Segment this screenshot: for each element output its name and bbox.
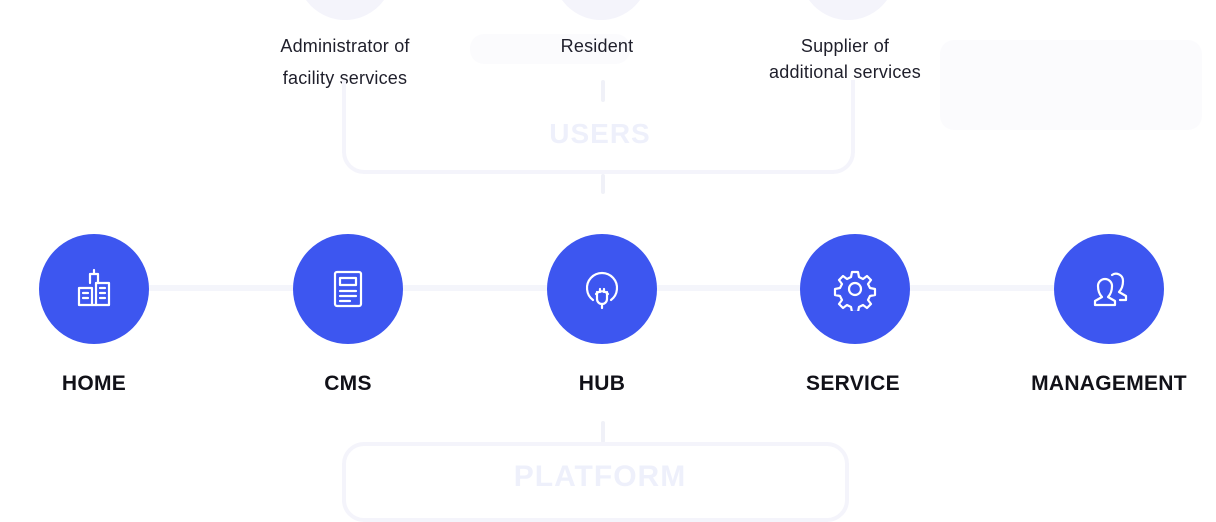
home-node[interactable] [39,234,149,344]
user-avatar-supplier [800,0,896,20]
document-icon [333,270,363,308]
plug-icon [585,271,619,310]
users-group-box [342,80,855,174]
connector-line [601,174,605,194]
platform-section-title: PLATFORM [513,460,687,493]
module-label-management: MANAGEMENT [1031,372,1187,395]
users-icon [1093,272,1128,307]
hub-node[interactable] [547,234,657,344]
module-label-home: HOME [61,372,127,395]
users-section-title: USERS [549,118,651,149]
background-decoration [470,34,630,64]
background-decoration [940,40,1202,130]
module-label-hub: HUB [578,372,626,395]
module-label-service: SERVICE [806,372,900,395]
user-role-supplier: Supplier of additional services [769,36,921,82]
gear-icon [833,270,877,311]
service-node[interactable] [800,234,910,344]
connector-line [601,80,605,102]
user-role-administrator: Administrator of facility services [280,36,410,88]
cms-node[interactable] [293,234,403,344]
user-role-resident: Resident [560,36,634,56]
user-avatar-administrator [297,0,393,20]
user-avatar-resident [553,0,649,20]
module-label-cms: CMS [324,372,372,395]
management-node[interactable] [1054,234,1164,344]
connector-line [601,421,605,443]
buildings-icon [77,268,111,307]
